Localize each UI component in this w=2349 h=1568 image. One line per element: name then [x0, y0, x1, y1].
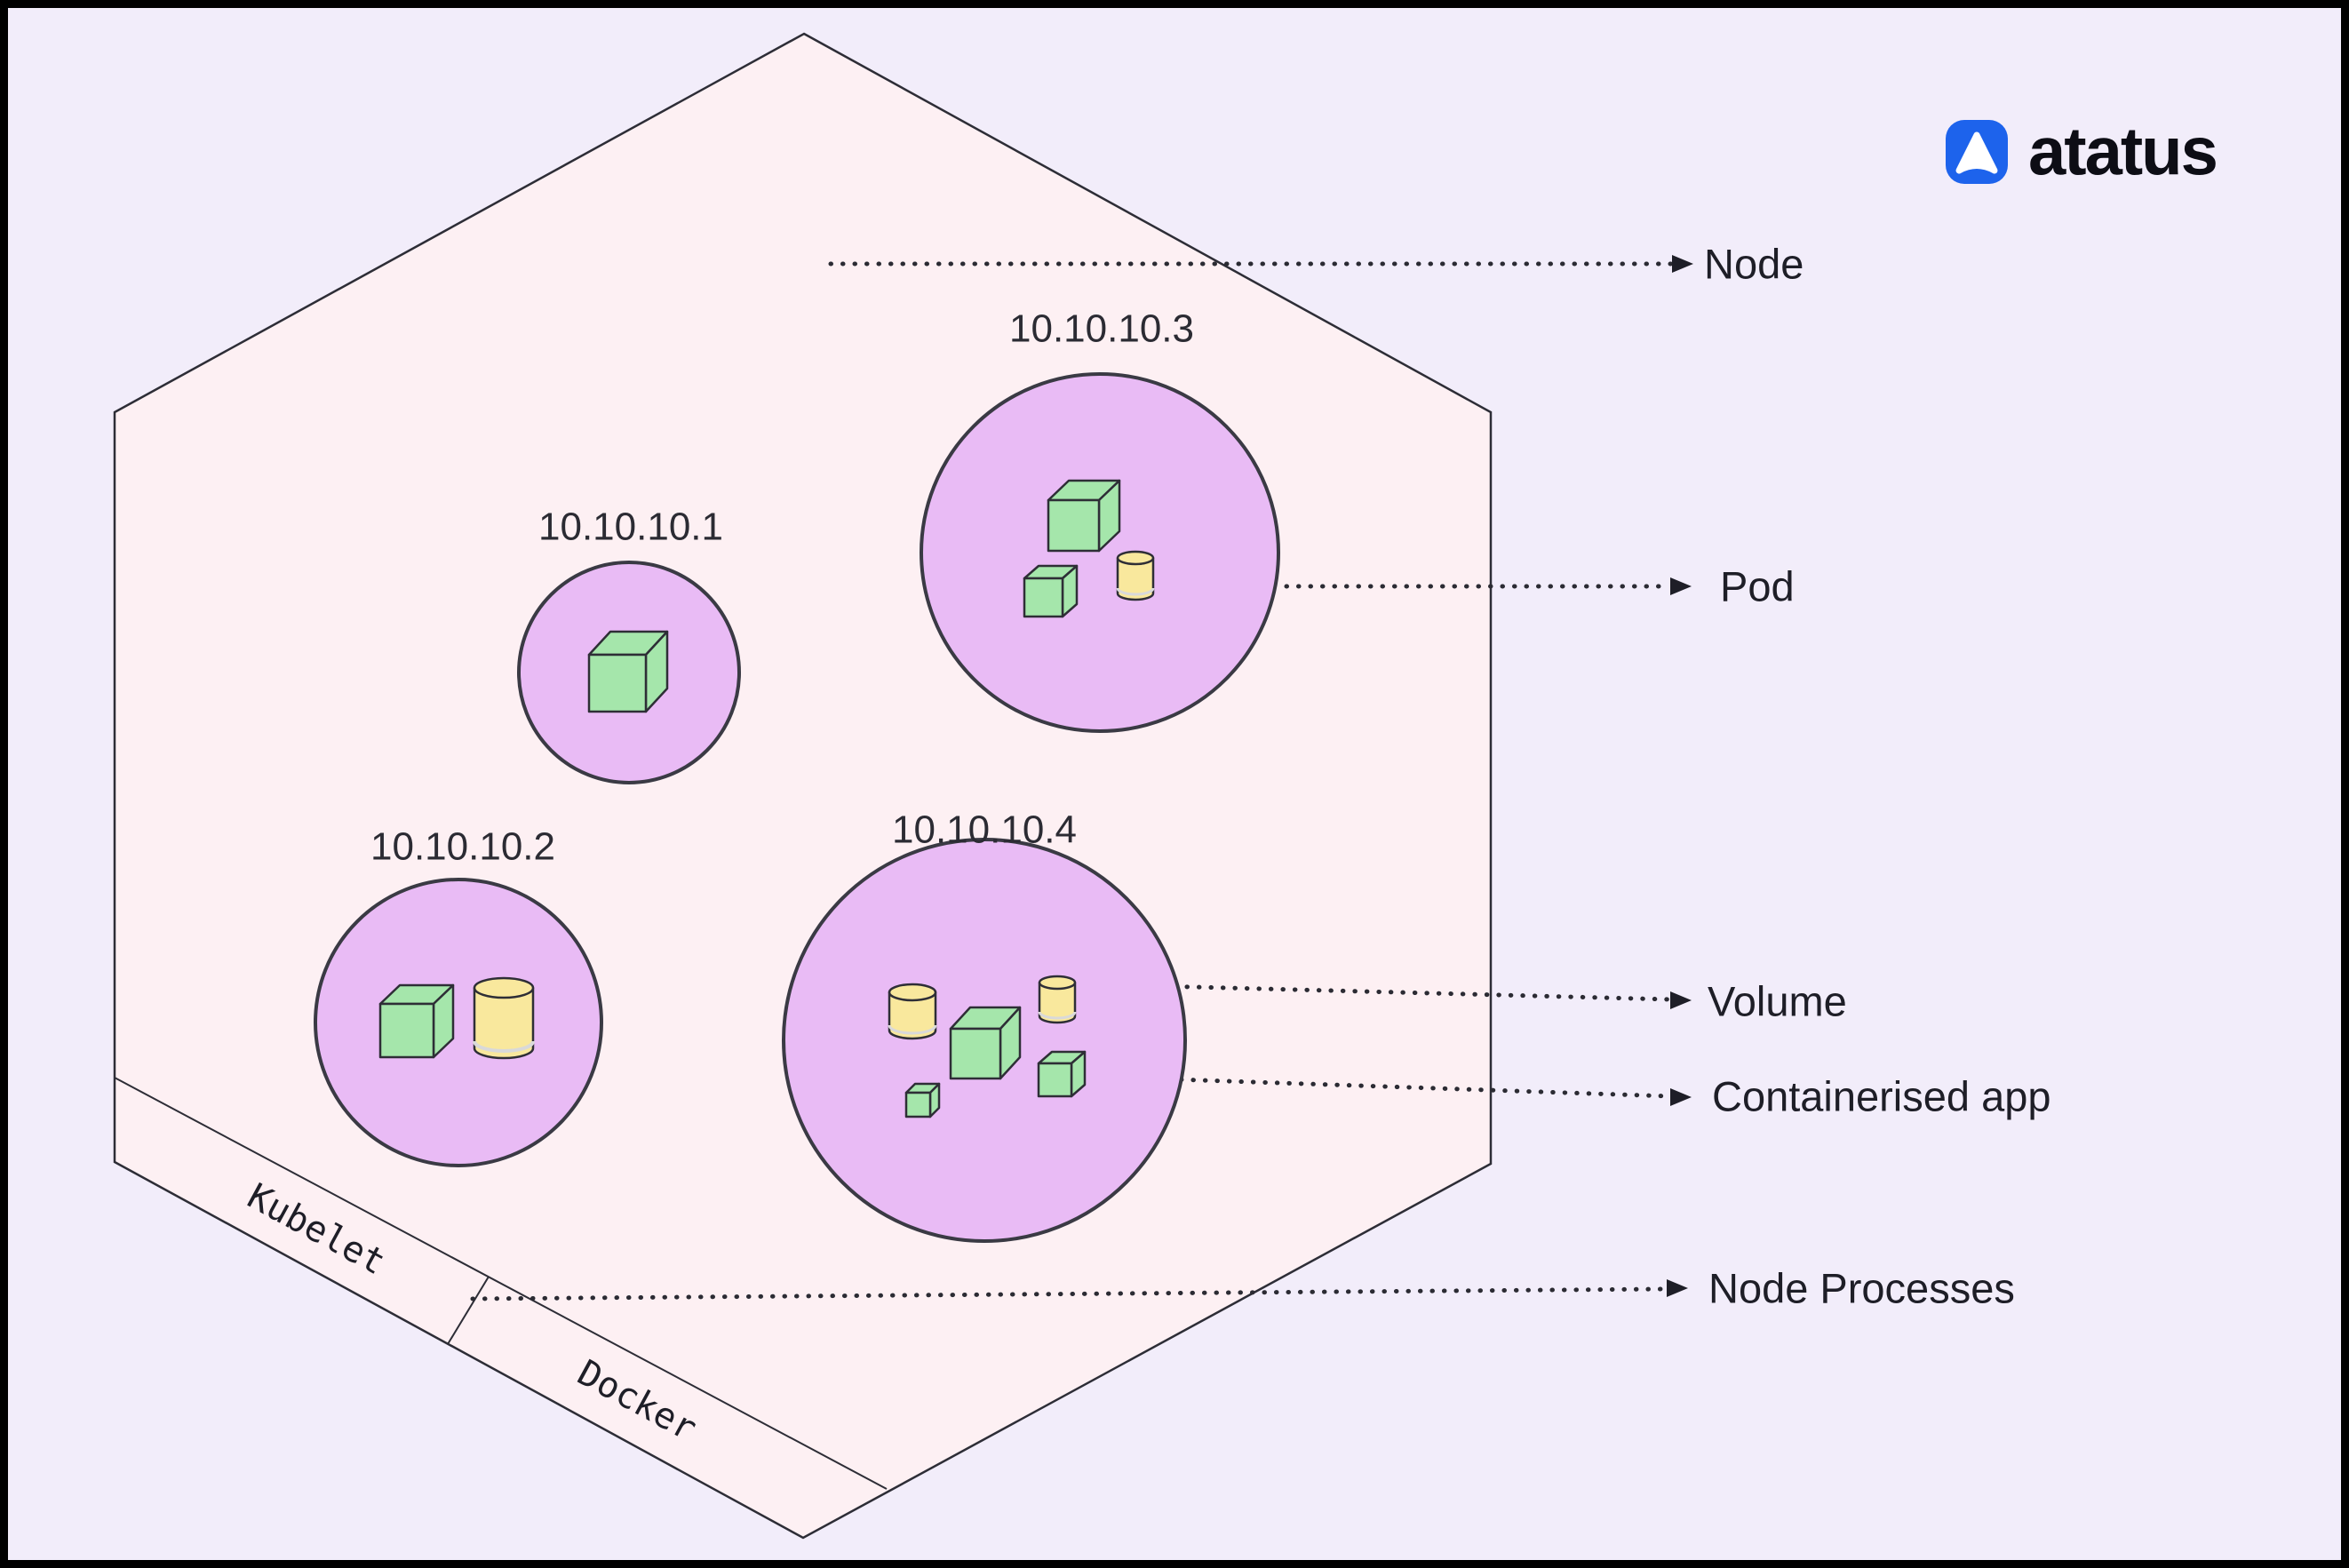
- volume-cylinder-pod4-left: [888, 983, 937, 1040]
- volume-cylinder-pod4-right: [1038, 975, 1077, 1024]
- atatus-logo-arrow-icon: [1955, 131, 1998, 174]
- volume-label: Volume: [1708, 978, 1847, 1025]
- container-cube-pod2: [378, 983, 455, 1059]
- node-label: Node: [1704, 241, 1804, 288]
- pod-ip-label-1: 10.10.10.1: [538, 505, 723, 549]
- pod-arrowhead: [1670, 577, 1692, 595]
- node-processes-arrow: [470, 1279, 1688, 1301]
- node-processes-arrowhead: [1667, 1279, 1688, 1297]
- pod-ip-label-3: 10.10.10.3: [1009, 307, 1194, 351]
- container-cube-pod4-right: [1037, 1050, 1087, 1098]
- node-arrowhead: [1672, 255, 1693, 273]
- pod-label: Pod: [1720, 563, 1795, 610]
- process-band-divider: [447, 1276, 490, 1345]
- containerised-app-arrow: [1095, 1074, 1692, 1106]
- pod-circle-3: [920, 372, 1280, 733]
- containerised-app-label: Containerised app: [1712, 1073, 2051, 1120]
- pod-arrow: [1284, 577, 1692, 595]
- volume-cylinder-pod2: [473, 976, 535, 1060]
- volume-arrowhead: [1670, 991, 1692, 1009]
- container-cube-pod3-large: [1047, 479, 1121, 553]
- container-cube-pod4-small: [904, 1082, 941, 1118]
- atatus-logo: atatus: [1946, 115, 2218, 190]
- pod-ip-label-2: 10.10.10.2: [370, 825, 555, 869]
- process-band-inner-line: [114, 1077, 888, 1490]
- volume-cylinder-pod3: [1116, 550, 1155, 601]
- pod-ip-label-4: 10.10.10.4: [892, 808, 1077, 852]
- containerised-app-arrowhead: [1670, 1088, 1692, 1106]
- pod-circle-2: [314, 878, 603, 1167]
- container-cube-pod3-small: [1023, 564, 1079, 618]
- container-cube-pod1: [587, 630, 669, 713]
- node-processes-label: Node Processes: [1708, 1265, 2015, 1312]
- node-arrow: [828, 255, 1693, 273]
- volume-arrow: [1088, 982, 1692, 1009]
- atatus-wordmark: atatus: [2028, 115, 2217, 190]
- container-cube-pod4-large: [949, 1006, 1022, 1080]
